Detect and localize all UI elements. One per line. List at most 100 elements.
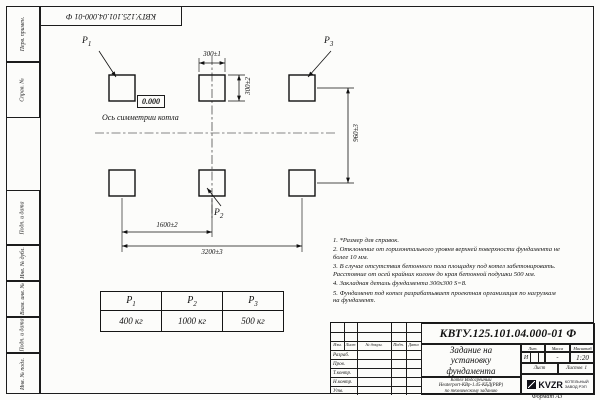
leader-lines	[98, 50, 332, 207]
dim-side-height: 300±2	[244, 77, 252, 95]
rev-col-podp: Подп.	[393, 342, 404, 347]
kvzr-logo-icon	[527, 380, 537, 389]
grid-line	[331, 368, 421, 369]
company-line: КОТЕЛЬНЫЙ	[564, 379, 589, 384]
pad-label-sub: 1	[87, 39, 92, 48]
note-item: 5. Фундамент под котел разрабатывает про…	[333, 289, 556, 305]
dimension-lines	[122, 61, 350, 248]
company-line: ЗАВОД РЭП	[564, 384, 587, 389]
pad-label-p3: P3	[324, 36, 333, 48]
grid-line	[331, 386, 421, 387]
sheets-cell: Листов 1	[558, 363, 595, 374]
doc-number: КВТУ.125.101.04.000-01 Ф	[421, 323, 595, 344]
pad-label-base: P	[82, 36, 88, 46]
lit-value: И	[523, 354, 529, 361]
pad-label-base: P	[324, 36, 330, 46]
load-table-value: 500 кг	[222, 310, 284, 332]
header-sub: 2	[193, 299, 197, 308]
pad-rect	[288, 74, 316, 102]
sheet-label: Лист	[521, 363, 558, 374]
grid-line	[331, 359, 421, 360]
drawing-title: Задание на установку фундамента	[421, 344, 521, 377]
lit-label: Лит.	[521, 344, 545, 352]
dim-row-spacing: 960±3	[352, 124, 360, 142]
company-name: КОТЕЛЬНЫЙ ЗАВОД РЭП	[565, 380, 589, 389]
note-item: 4. Закладная деталь фундамента 300х300 S…	[333, 280, 467, 288]
load-table-header: P1	[100, 291, 162, 311]
side-label-box: Взам. инв. №	[6, 281, 40, 317]
note-item: 3. В случае отсутствия бетонного пола пл…	[333, 263, 556, 279]
load-table-header-row: P1 P2 P3	[100, 291, 284, 311]
side-label-box: Инв. № дубл.	[6, 245, 40, 281]
subtitle-line: Heaterport-КВр-1.45-КБД(РВР)	[438, 383, 504, 389]
grid-line	[344, 323, 345, 350]
header-sub: 3	[254, 299, 258, 308]
grid-line	[391, 323, 392, 395]
pad-label-sub: 2	[219, 211, 224, 220]
rev-col-data: Дата	[408, 342, 419, 347]
sheet-frame	[40, 6, 594, 394]
rev-col-dokum: № докум.	[365, 342, 383, 347]
load-table-header: P3	[222, 291, 284, 311]
axis-of-symmetry-label: Ось симметрии котла	[102, 113, 179, 122]
rev-col-izm: Изм.	[333, 342, 342, 347]
dim-half-span: 1600±2	[156, 221, 178, 229]
sign-row-nkontr: Н.контр.	[333, 379, 353, 385]
dim-top-width: 300±1	[203, 50, 221, 58]
rev-col-list: Лист	[345, 342, 356, 347]
load-table-value: 400 кг	[100, 310, 162, 332]
scale-label: Масштаб	[570, 344, 595, 352]
top-stamp-box: КВТУ.125.101.04.000-01 Ф	[40, 6, 182, 26]
load-table: P1 P2 P3 400 кг 1000 кг 500 кг	[100, 291, 284, 332]
grid-line	[538, 353, 539, 362]
load-table-value: 1000 кг	[161, 310, 223, 332]
title-block: Изм. Лист № докум. Подп. Дата Разраб. Пр…	[330, 322, 595, 395]
header-base: P	[187, 294, 194, 306]
header-sub: 1	[132, 299, 136, 308]
dim-full-span: 3200±3	[201, 248, 223, 256]
header-base: P	[248, 294, 255, 306]
center-lines	[95, 56, 336, 218]
grid-line	[331, 350, 421, 351]
sheets-label: Листов	[566, 366, 583, 371]
lit-value-cell: И	[521, 352, 545, 363]
drawing-subtitle: Котел Водогрейный Heaterport-КВр-1.45-КБ…	[421, 377, 521, 395]
mass-value: -	[545, 352, 570, 363]
sign-row-tkontr: Т.контр.	[333, 370, 352, 376]
pad-rect	[198, 74, 226, 102]
subtitle-line: Котел Водогрейный	[450, 377, 492, 383]
grid-line	[331, 341, 421, 342]
side-label-box: Подп. и дата	[6, 190, 40, 245]
grid-line	[406, 323, 407, 395]
elevation-mark: 0.000	[137, 95, 165, 108]
format-label: Формат А3	[531, 393, 563, 400]
mass-label: Масса	[545, 344, 570, 352]
side-label-box: Подп. и дата	[6, 317, 40, 353]
pad-rect	[108, 169, 136, 197]
grid-line	[357, 323, 358, 395]
load-table-header: P2	[161, 291, 223, 311]
drawing-title-text: Задание на установку фундамента	[446, 345, 496, 376]
sheets-value: 1	[584, 366, 587, 371]
foundation-pads	[108, 74, 316, 197]
pad-label-base: P	[214, 208, 220, 218]
scale-value: 1:20	[570, 352, 595, 363]
pad-rect	[108, 74, 136, 102]
grid-line	[331, 377, 421, 378]
grid-line	[331, 332, 421, 333]
header-base: P	[126, 294, 133, 306]
load-table-value-row: 400 кг 1000 кг 500 кг	[100, 310, 284, 332]
notes-block: 1. *Размер для справок. 2. Отклонение от…	[333, 237, 563, 307]
note-item: 1. *Размер для справок.	[333, 237, 399, 244]
grid-line	[530, 353, 531, 362]
side-label-box: Перв. примен.	[6, 6, 40, 62]
company-logo: KVZR КОТЕЛЬНЫЙ ЗАВОД РЭП	[521, 374, 595, 395]
pad-label-p2: P2	[214, 208, 223, 220]
pad-rect	[198, 169, 226, 197]
pad-rect	[288, 169, 316, 197]
sign-row-utv: Утв.	[333, 388, 344, 394]
kvzr-logo-text: KVZR	[538, 379, 563, 390]
pad-label-sub: 3	[329, 39, 334, 48]
